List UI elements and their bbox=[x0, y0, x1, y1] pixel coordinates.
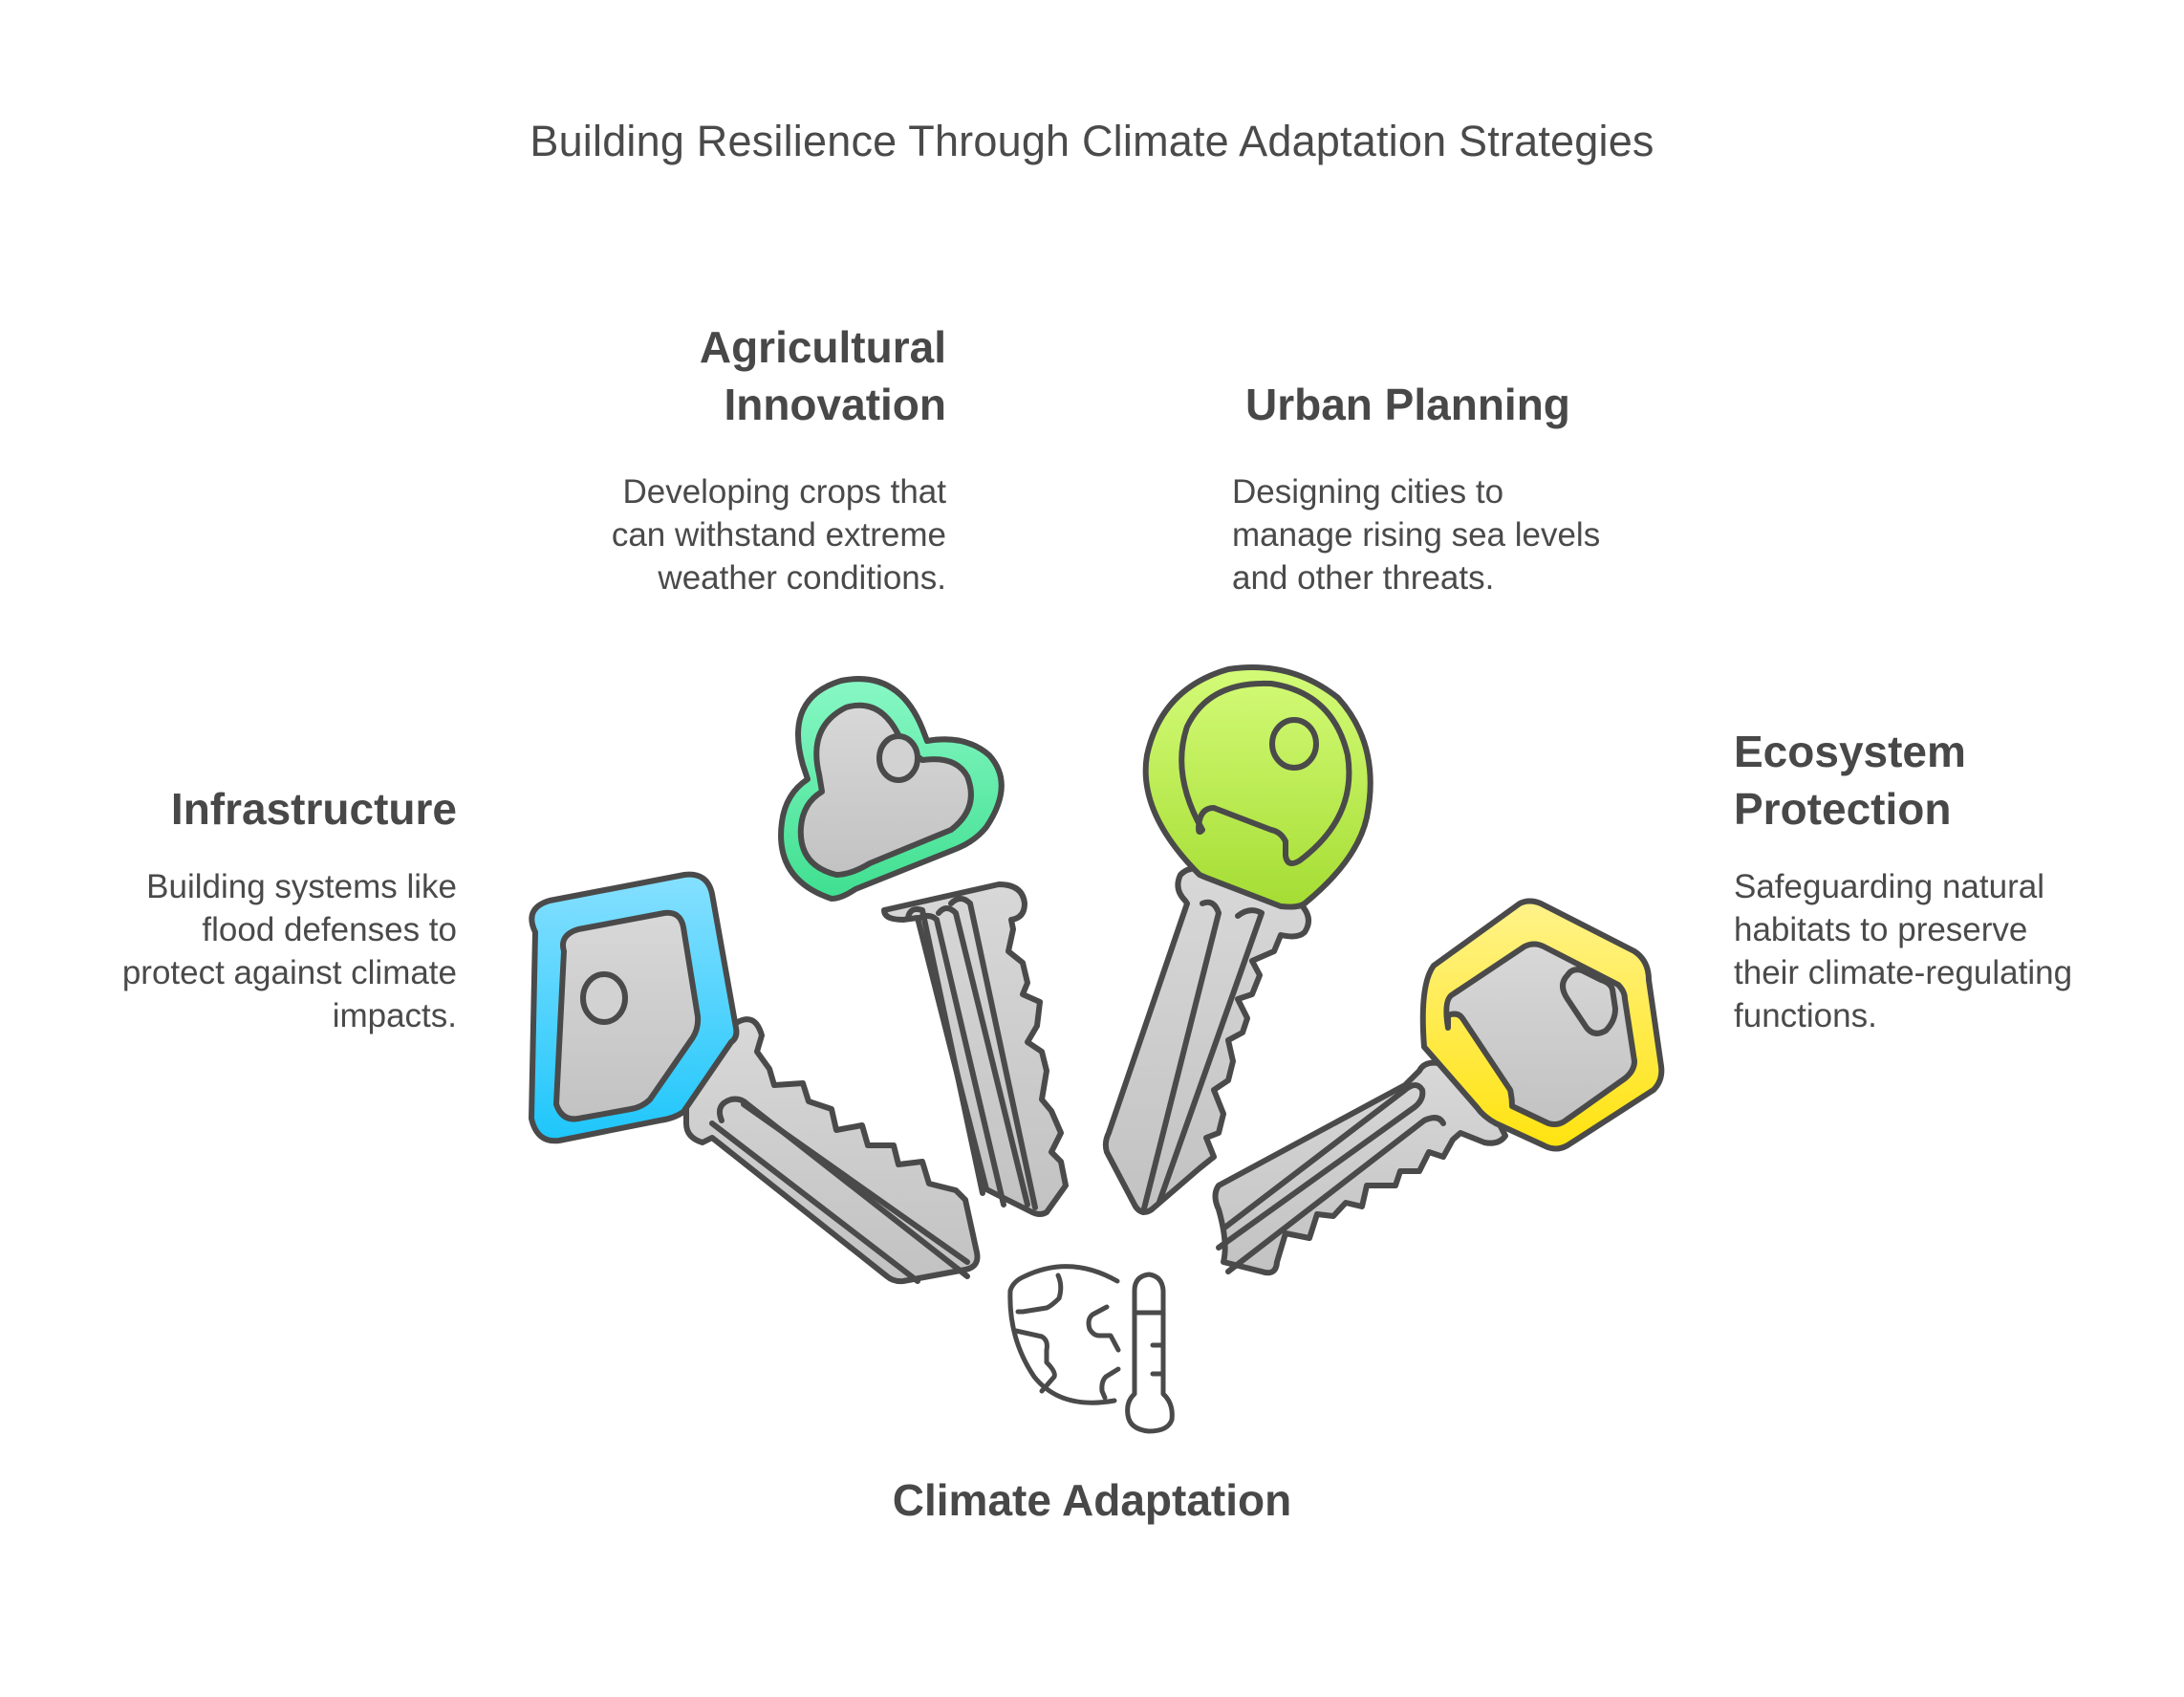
agricultural-innovation-description: Developing crops that can withstand extr… bbox=[612, 470, 946, 599]
ecosystem-protection-description: Safeguarding natural habitats to preserv… bbox=[1734, 865, 2072, 1037]
yellow-hex-key-icon bbox=[1212, 898, 1665, 1276]
description-line: Safeguarding natural bbox=[1734, 868, 2044, 905]
globe-icon bbox=[1007, 1264, 1120, 1405]
description-line: and other threats. bbox=[1232, 559, 1495, 597]
center-label: Climate Adaptation bbox=[892, 1475, 1292, 1525]
description-line: Developing crops that bbox=[622, 473, 946, 511]
description-line: can withstand extreme bbox=[611, 516, 946, 554]
heading-line: Agricultural bbox=[699, 322, 946, 372]
ecosystem-protection-heading: Ecosystem Protection bbox=[1734, 723, 1966, 838]
green-cloud-key-icon bbox=[778, 676, 1069, 1217]
blue-key-icon bbox=[529, 871, 981, 1285]
heading-line: Protection bbox=[1734, 784, 1952, 834]
globe-thermometer-icon bbox=[1007, 1264, 1175, 1434]
description-line: weather conditions. bbox=[658, 559, 946, 597]
heading-line: Ecosystem bbox=[1734, 727, 1966, 776]
infrastructure-description: Building systems like flood defenses to … bbox=[122, 865, 457, 1037]
description-line: habitats to preserve bbox=[1734, 911, 2028, 948]
lime-round-key-icon bbox=[1102, 664, 1373, 1215]
heading-line: Urban Planning bbox=[1245, 380, 1570, 429]
description-line: Designing cities to bbox=[1232, 473, 1504, 511]
description-line: impacts. bbox=[332, 997, 457, 1034]
description-line: their climate-regulating bbox=[1734, 954, 2073, 991]
diagram-title: Building Resilience Through Climate Adap… bbox=[530, 117, 1654, 165]
urban-planning-heading: Urban Planning bbox=[1245, 376, 1570, 433]
heading-line: Infrastructure bbox=[170, 784, 457, 834]
description-line: Building systems like bbox=[146, 868, 457, 905]
description-line: functions. bbox=[1734, 997, 1877, 1034]
infrastructure-heading: Infrastructure bbox=[171, 780, 457, 838]
heading-line: Innovation bbox=[724, 380, 946, 429]
thermometer-icon bbox=[1125, 1272, 1175, 1434]
agricultural-innovation-heading: Agricultural Innovation bbox=[700, 318, 946, 433]
description-line: flood defenses to bbox=[202, 911, 457, 948]
urban-planning-description: Designing cities to manage rising sea le… bbox=[1232, 470, 1600, 599]
description-line: protect against climate bbox=[121, 954, 457, 991]
description-line: manage rising sea levels bbox=[1232, 516, 1601, 554]
